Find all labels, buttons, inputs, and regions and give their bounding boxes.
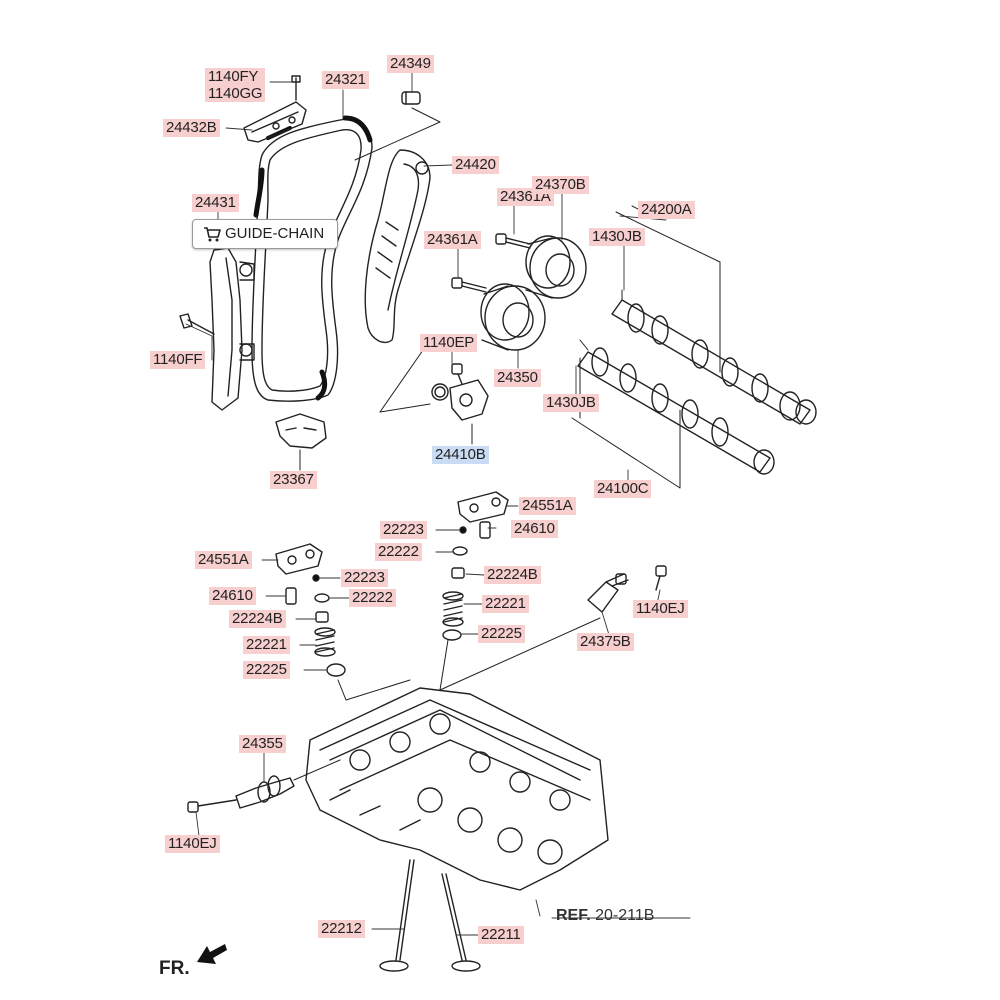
part-label-24410b[interactable]: 24410B [432,446,489,464]
guide-chain-callout-text: GUIDE-CHAIN [225,225,325,242]
part-label-24375b[interactable]: 24375B [577,633,634,651]
part-label-24321[interactable]: 24321 [322,71,369,89]
part-number-1140gg: 1140GG [208,85,263,102]
part-label-1140ej-right[interactable]: 1140EJ [633,600,688,618]
valve-spring-left-drawing [314,627,336,657]
part-label-23367[interactable]: 23367 [270,471,317,489]
part-label-24361a-lower[interactable]: 24361A [424,231,481,249]
part-label-24551a-right[interactable]: 24551A [519,497,576,515]
part-label-1430jb-lower[interactable]: 1430JB [543,394,599,412]
part-label-1140ej-left[interactable]: 1140EJ [165,835,220,853]
part-label-22221-right[interactable]: 22221 [482,595,529,613]
part-label-24100c[interactable]: 24100C [594,480,652,498]
reference-code: 20-211B [595,907,655,924]
part-label-24610-right[interactable]: 24610 [511,520,558,538]
cart-icon [204,227,221,242]
part-label-1140fy-1140gg[interactable]: 1140FY 1140GG [205,68,266,102]
valve-22212-drawing [379,859,415,972]
cam-sprocket-24350-drawing [480,283,546,351]
part-label-22224b-left[interactable]: 22224B [229,610,286,628]
part-label-22211[interactable]: 22211 [478,926,524,944]
part-label-22221-left[interactable]: 22221 [243,636,290,654]
guide-chain-drawing [209,247,255,411]
part-label-24350[interactable]: 24350 [494,369,541,387]
front-direction-label: FR. [159,958,190,979]
part-label-24349[interactable]: 24349 [387,55,434,73]
part-label-22223-left[interactable]: 22223 [341,569,388,587]
part-label-1140ff[interactable]: 1140FF [150,351,206,369]
ocv-24375b-drawing [587,573,629,613]
exhaust-camshaft-drawing [577,347,775,475]
ocv-24410b-drawing [431,379,489,421]
part-label-24370b[interactable]: 24370B [532,176,589,194]
bracket-23367-drawing [275,413,327,449]
sprocket-bolt-1-drawing [495,233,531,249]
cylinder-head-drawing [305,687,609,891]
part-label-22222-right[interactable]: 22222 [375,543,422,561]
timing-chain-drawing [251,115,373,402]
lash-adjuster-right-drawing [479,521,491,539]
part-label-24431[interactable]: 24431 [192,194,239,212]
rocker-arm-left-drawing [275,543,323,575]
part-label-1430jb-upper[interactable]: 1430JB [589,228,645,246]
sprocket-bolt-2-drawing [451,277,487,293]
bolt-1140ej-left-drawing [187,799,237,813]
part-label-22225-left[interactable]: 22225 [243,661,290,679]
bolt-1140ej-right-drawing [655,565,667,591]
rocker-arm-right-drawing [457,491,509,523]
part-label-24432b[interactable]: 24432B [163,119,220,137]
chain-guide-bracket-drawing [243,75,307,143]
part-label-22222-left[interactable]: 22222 [349,589,396,607]
part-label-22212[interactable]: 22212 [318,920,365,938]
valve-22211-drawing [441,873,481,972]
solenoid-24355-drawing [235,775,295,809]
cam-sprocket-24370b-drawing [525,235,587,299]
intake-camshaft-drawing [611,299,817,425]
part-label-22225-right[interactable]: 22225 [478,625,525,643]
front-arrow-icon [197,944,227,964]
reference-note[interactable]: REF. 20-211B [556,907,654,925]
guide-chain-callout[interactable]: GUIDE-CHAIN [192,219,338,249]
part-label-24355[interactable]: 24355 [239,735,286,753]
part-label-24610-left[interactable]: 24610 [209,587,256,605]
part-label-22223-right[interactable]: 22223 [380,521,427,539]
part-label-1140ep[interactable]: 1140EP [420,334,478,352]
part-label-22224b-right[interactable]: 22224B [484,566,541,584]
part-number-1140fy: 1140FY [208,68,259,85]
tensioner-arm-drawing [364,149,431,344]
bolt-1140ff-drawing [179,313,215,335]
dowel-pin-drawing [401,91,421,105]
part-label-24551a-left[interactable]: 24551A [195,551,252,569]
bolt-1140ep-drawing [451,363,463,385]
part-label-24200a[interactable]: 24200A [638,201,695,219]
valve-spring-right-drawing [442,591,464,627]
part-label-24420[interactable]: 24420 [452,156,499,174]
reference-prefix: REF. [556,907,591,924]
